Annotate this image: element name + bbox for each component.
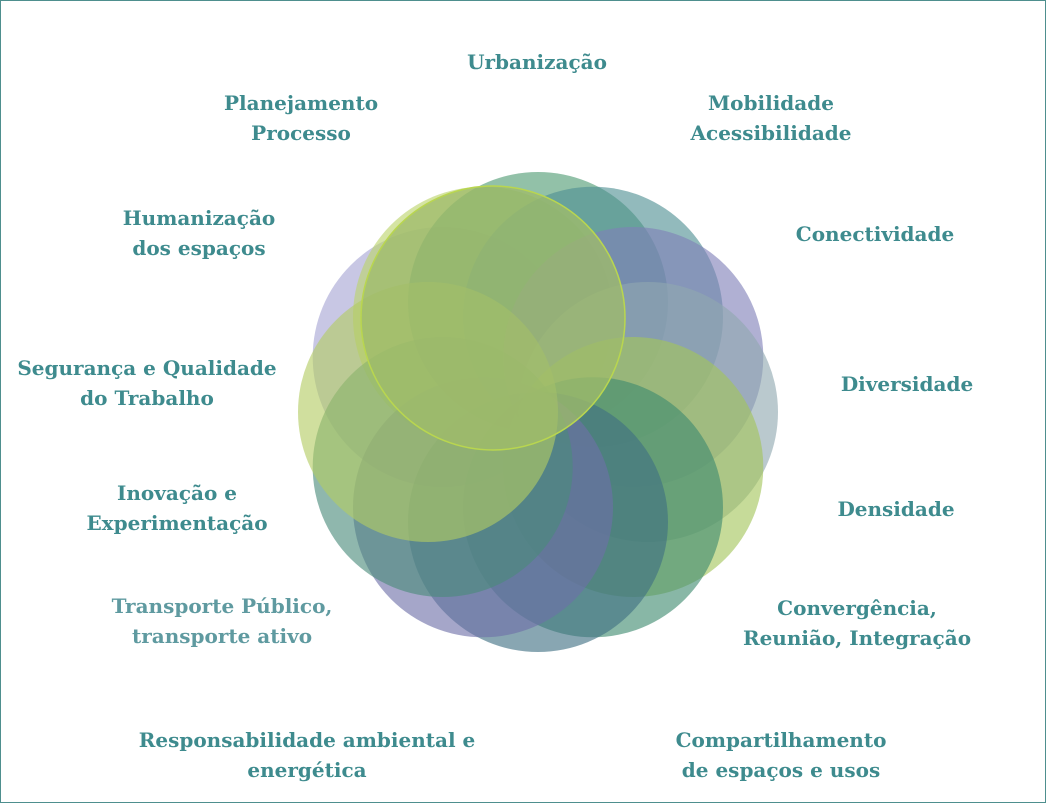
label-responsabilidade: Responsabilidade ambiental e energética	[138, 728, 476, 782]
petal-circle-top	[360, 185, 626, 451]
label-transporte: Transporte Público, transporte ativo	[111, 594, 333, 648]
label-convergencia: Convergência, Reunião, Integração	[742, 596, 972, 650]
label-urbanizacao: Urbanização	[467, 50, 607, 74]
label-humanizacao: Humanização dos espaços	[122, 206, 276, 260]
label-diversidade: Diversidade	[840, 372, 974, 396]
label-mobilidade: Mobilidade Acessibilidade	[690, 91, 852, 145]
label-compartilhamento: Compartilhamento de espaços e usos	[675, 728, 887, 782]
label-inovacao: Inovação e Experimentação	[86, 481, 268, 535]
label-densidade: Densidade	[837, 497, 955, 521]
label-seguranca: Segurança e Qualidade do Trabalho	[17, 356, 277, 410]
label-conectividade: Conectividade	[795, 222, 955, 246]
label-planejamento: Planejamento Processo	[223, 91, 379, 145]
